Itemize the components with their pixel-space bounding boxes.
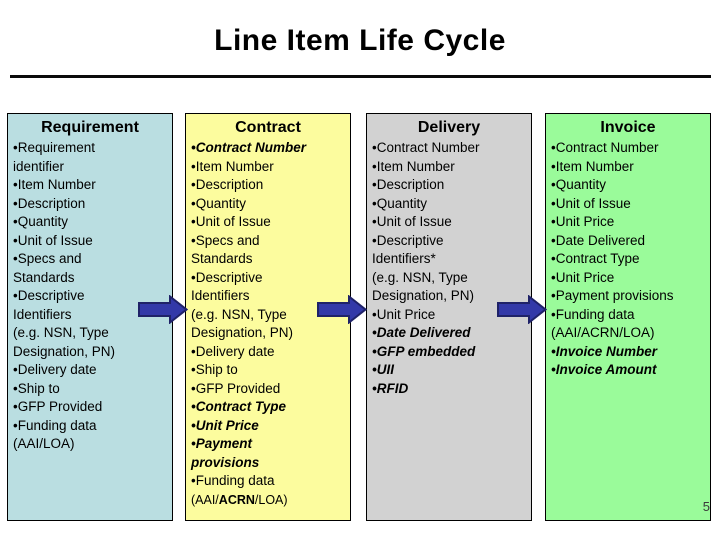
box-item: •Description bbox=[191, 177, 264, 192]
box-item: •Description bbox=[13, 195, 86, 211]
stage-box-body: •Contract Number •Item Number •Description… bbox=[367, 138, 531, 398]
box-item: •Delivery date bbox=[191, 343, 275, 359]
stage-box-body: •Contract Number •Item Number •Description… bbox=[186, 138, 350, 509]
box-item: •Invoice Amount bbox=[551, 362, 657, 377]
box-item: •Payment provisions bbox=[551, 288, 674, 303]
box-item: •Unit Price bbox=[191, 417, 259, 433]
stage-box-title: Contract bbox=[235, 119, 301, 136]
box-item: •Funding data(AAI/LOA) bbox=[13, 417, 97, 452]
box-item: •Contract Number bbox=[372, 140, 480, 155]
box-item: •Item Number bbox=[372, 158, 455, 174]
box-item: •Contract Number bbox=[551, 140, 659, 155]
box-item: •Description bbox=[372, 177, 445, 192]
box-item: •GFP Provided bbox=[13, 399, 103, 414]
box-item: •Quantity bbox=[191, 195, 247, 211]
box-item: •Unit Price bbox=[372, 306, 436, 322]
box-item: •GFP embedded bbox=[372, 343, 476, 359]
box-item: •GFP Provided bbox=[191, 380, 281, 396]
box-item: •Item Number bbox=[551, 158, 634, 174]
box-item: •Ship to bbox=[13, 380, 60, 396]
right-arrow-icon bbox=[138, 295, 188, 324]
box-item: •Unit of Issue bbox=[372, 214, 452, 229]
box-item: •Unit of Issue bbox=[191, 214, 271, 229]
box-item: •Item Number bbox=[13, 177, 96, 192]
box-item: •Date Delivered bbox=[551, 232, 646, 248]
stage-box-body: •Contract Number •Item Number •Quantity •Un… bbox=[546, 138, 710, 380]
box-item: •UII bbox=[372, 362, 394, 377]
box-item: •Item Number bbox=[191, 158, 274, 174]
box-item: •Unit of Issue bbox=[13, 232, 93, 248]
right-arrow-icon bbox=[317, 295, 367, 324]
box-item: •Unit Price bbox=[551, 214, 615, 229]
box-item: •Delivery date bbox=[13, 362, 97, 377]
page-number: 5 bbox=[702, 499, 710, 514]
box-item: •Ship to bbox=[191, 362, 238, 377]
box-item: (AAI/ACRN/LOA) bbox=[191, 492, 288, 507]
box-item: •Quantity bbox=[551, 177, 607, 192]
box-item: •RFID bbox=[372, 380, 409, 396]
box-item: •Funding data bbox=[191, 473, 275, 488]
box-item: •Contract Type bbox=[551, 251, 640, 266]
title-divider bbox=[10, 75, 711, 78]
box-item: •Unit of Issue bbox=[551, 195, 631, 211]
box-item: •Invoice Number bbox=[551, 343, 658, 359]
box-item: •Unit Price bbox=[551, 269, 615, 285]
box-item: •Contract Type bbox=[191, 399, 286, 414]
box-item: •Quantity bbox=[372, 195, 428, 211]
box-item: •Quantity bbox=[13, 214, 69, 229]
stage-box-invoice: Invoice •Contract Number •Item Number •Qua… bbox=[545, 113, 711, 521]
right-arrow-icon bbox=[497, 295, 547, 324]
box-item: •Date Delivered bbox=[372, 325, 471, 340]
box-item: •Contract Number bbox=[191, 140, 306, 155]
stage-box-title: Requirement bbox=[41, 119, 139, 136]
box-item: •Funding data(AAI/ACRN/LOA) bbox=[551, 306, 655, 341]
stage-box-title: Invoice bbox=[600, 119, 656, 136]
slide-title: Line Item Life Cycle bbox=[214, 24, 506, 57]
stage-box-title: Delivery bbox=[417, 119, 481, 136]
